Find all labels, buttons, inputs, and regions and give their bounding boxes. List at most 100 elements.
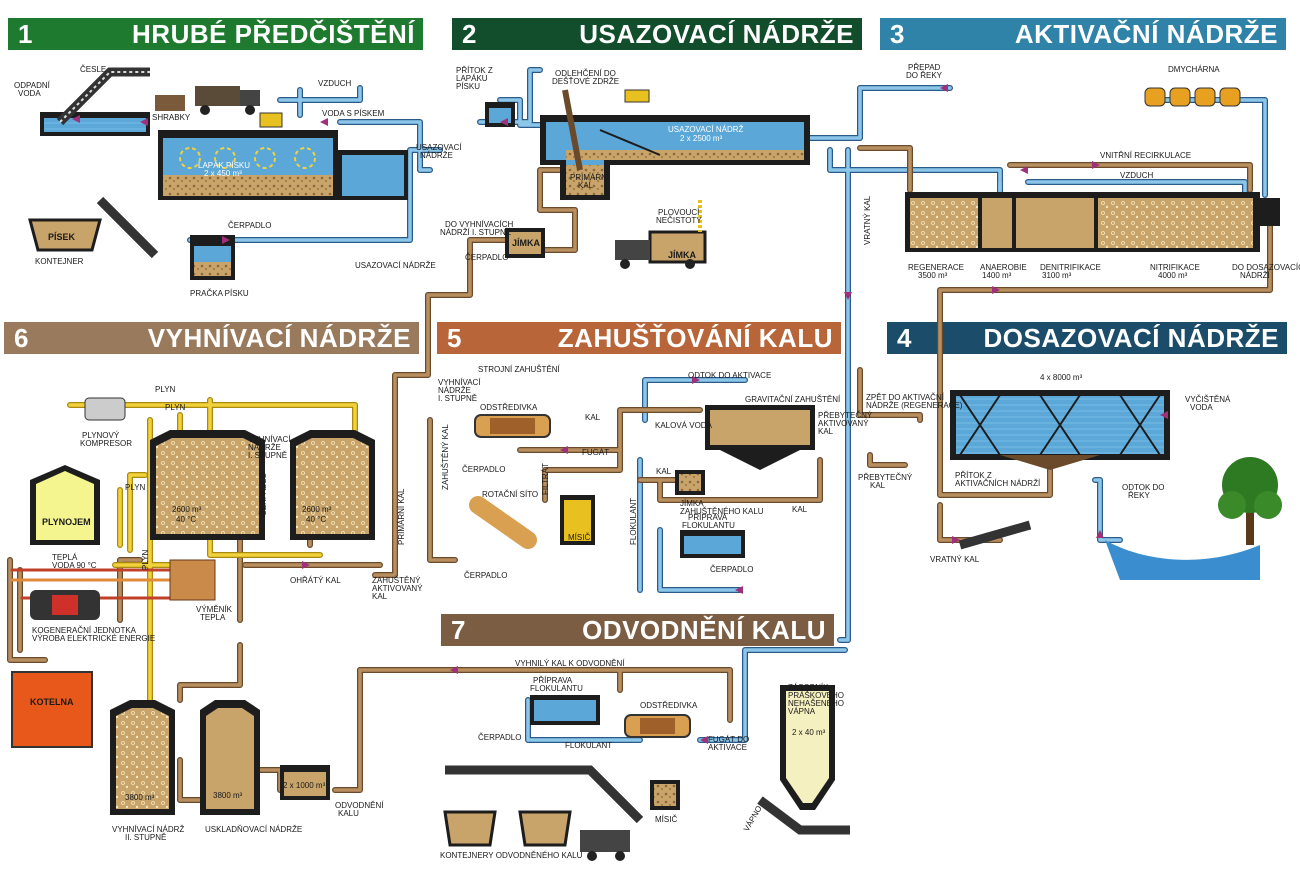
label: VZDUCH xyxy=(1120,171,1154,180)
label: PŘEBYTEČNÝ xyxy=(818,411,873,420)
gas-compressor xyxy=(84,397,126,421)
section-header-2: 2 USAZOVACÍ NÁDRŽE xyxy=(452,18,862,50)
label: KAL xyxy=(792,505,808,514)
label: PÍSKU xyxy=(456,82,480,91)
label: MÍSIČ xyxy=(655,815,677,824)
label: I. STUPNĚ xyxy=(248,451,287,460)
label: JÍMKA xyxy=(668,250,697,260)
section-number: 7 xyxy=(451,614,466,645)
label: SHRABKY xyxy=(152,113,191,122)
label: PLOVOUCÍ xyxy=(658,208,700,217)
label: ČERPADLO xyxy=(478,733,521,742)
dump-truck-1 xyxy=(195,86,260,115)
cogeneration-unit xyxy=(30,590,100,620)
label: FUGÁT DO xyxy=(708,735,749,744)
labels-section-4: 4 x 8000 m³ ZPĚT DO AKTIVAČNÍ NÁDRŽE (RE… xyxy=(858,373,1231,564)
label: 2 x 2500 m³ xyxy=(680,134,723,143)
label: FLOKULANT xyxy=(629,498,638,545)
label: 2600 m³ xyxy=(302,505,332,514)
section-header-4: 4 DOSAZOVACÍ NÁDRŽE xyxy=(887,322,1287,354)
label: AKTIVAČNÍCH NÁDRŽÍ xyxy=(955,479,1041,488)
label: PLYNOJEM xyxy=(42,517,91,527)
label: VZDUCH xyxy=(318,79,352,88)
labels-section-7: VYHNILÝ KAL K ODVODNĚNÍ PŘÍPRAVA FLOKULA… xyxy=(440,659,844,860)
label: MÍSIČ xyxy=(568,533,590,542)
label: VÝMĚNÍK xyxy=(196,605,233,614)
section-header-1: 1 HRUBÉ PŘEDČIŠTĚNÍ xyxy=(8,18,423,50)
section-header-5: 5 ZAHUŠŤOVÁNÍ KALU xyxy=(437,322,841,354)
section-2-equipment xyxy=(485,89,810,269)
label: NEHAŠENÉHO xyxy=(788,699,844,708)
label: KAL xyxy=(372,592,388,601)
label: KAL xyxy=(870,481,886,490)
label: VRATNÝ KAL xyxy=(863,195,872,245)
label: ČERPADLO xyxy=(259,473,268,516)
heat-exchanger xyxy=(169,559,216,601)
label: ODPADNÍ xyxy=(14,81,51,90)
label: AKTIVOVANÝ xyxy=(818,419,869,428)
label: KAL xyxy=(818,427,834,436)
section-number: 2 xyxy=(462,18,477,49)
label: AKTIVACE xyxy=(708,743,747,752)
label: PŘEBYTEČNÝ xyxy=(858,473,913,482)
label: PLYN xyxy=(141,549,150,570)
label: JÍMKA xyxy=(512,238,541,248)
containers xyxy=(443,810,572,847)
section-4-equipment xyxy=(950,390,1282,580)
section-title: ZAHUŠŤOVÁNÍ KALU xyxy=(557,322,833,353)
section-5-equipment xyxy=(469,405,815,558)
label: ČERPADLO xyxy=(710,565,753,574)
label: VYHNÍVACÍ NÁDRŽ xyxy=(112,825,184,834)
label: VÁPNO xyxy=(742,804,764,833)
label: JÍMKA xyxy=(680,499,704,508)
flow-arrows xyxy=(72,84,1168,744)
label: ODVODNĚNÍ xyxy=(335,801,384,810)
label: PÍSEK xyxy=(48,232,76,242)
label: 1400 m³ xyxy=(982,271,1012,280)
label: KAL xyxy=(585,413,601,422)
label: USAZOVACÍ NÁDRŽ xyxy=(668,125,744,134)
label: 2 x 450 m³ xyxy=(204,169,242,178)
label: VYHNÍVACÍ xyxy=(438,378,481,387)
label: 2 x 1000 m³ xyxy=(283,781,326,790)
section-title: HRUBÉ PŘEDČIŠTĚNÍ xyxy=(132,18,415,49)
label: 40 °C xyxy=(176,515,196,524)
label: AKTIVOVANÝ xyxy=(372,584,423,593)
label: PŘÍTOK Z xyxy=(955,471,992,480)
label: NITRIFIKACE xyxy=(1150,263,1200,272)
label: ODLEHČENÍ DO xyxy=(555,69,616,78)
label: 40 °C xyxy=(306,515,326,524)
label: 4000 m³ xyxy=(1158,271,1188,280)
label: USAZOVACÍ NÁDRŽE xyxy=(355,261,436,270)
label: PŘÍPRAVA xyxy=(688,513,728,522)
label: FLOKULANTU xyxy=(682,521,735,530)
label: VYHNÍVACÍ xyxy=(248,435,291,444)
screenings-box xyxy=(155,95,185,111)
label: KAL xyxy=(578,181,594,190)
label: PLYN xyxy=(125,483,146,492)
section-title: USAZOVACÍ NÁDRŽE xyxy=(579,18,854,49)
label: ZÁSOBNÍK xyxy=(788,683,829,692)
label: DENITRIFIKACE xyxy=(1040,263,1101,272)
label: DEŠŤOVÉ ZDRŽE xyxy=(552,77,619,86)
labels-section-1: ODPADNÍ VODA ČESLE SHRABKY VZDUCH VODA S… xyxy=(14,65,462,298)
label: PLYN xyxy=(155,385,176,394)
pipes-blue xyxy=(187,67,1268,743)
label: VÁPNA xyxy=(788,707,816,716)
label: 3100 m³ xyxy=(1042,271,1072,280)
label: VRATNÝ KAL xyxy=(930,555,980,564)
label: KOMPRESOR xyxy=(80,439,132,448)
section-3-equipment xyxy=(905,87,1280,252)
blowers xyxy=(1144,87,1241,107)
label: KAL xyxy=(656,467,672,476)
label: ODTOK DO xyxy=(1122,483,1165,492)
label: 3800 m³ xyxy=(213,791,243,800)
label: ODTOK DO AKTIVACE xyxy=(688,371,771,380)
label: VODA xyxy=(18,89,41,98)
label: KALU xyxy=(338,809,359,818)
label: ROTAČNÍ SÍTO xyxy=(482,490,538,499)
section-header-7: 7 ODVODNĚNÍ KALU xyxy=(441,614,834,646)
labels-section-2: PŘÍTOK Z LAPÁKU PÍSKU ODLEHČENÍ DO DEŠŤO… xyxy=(440,66,744,262)
label: PŘEPAD xyxy=(908,63,941,72)
